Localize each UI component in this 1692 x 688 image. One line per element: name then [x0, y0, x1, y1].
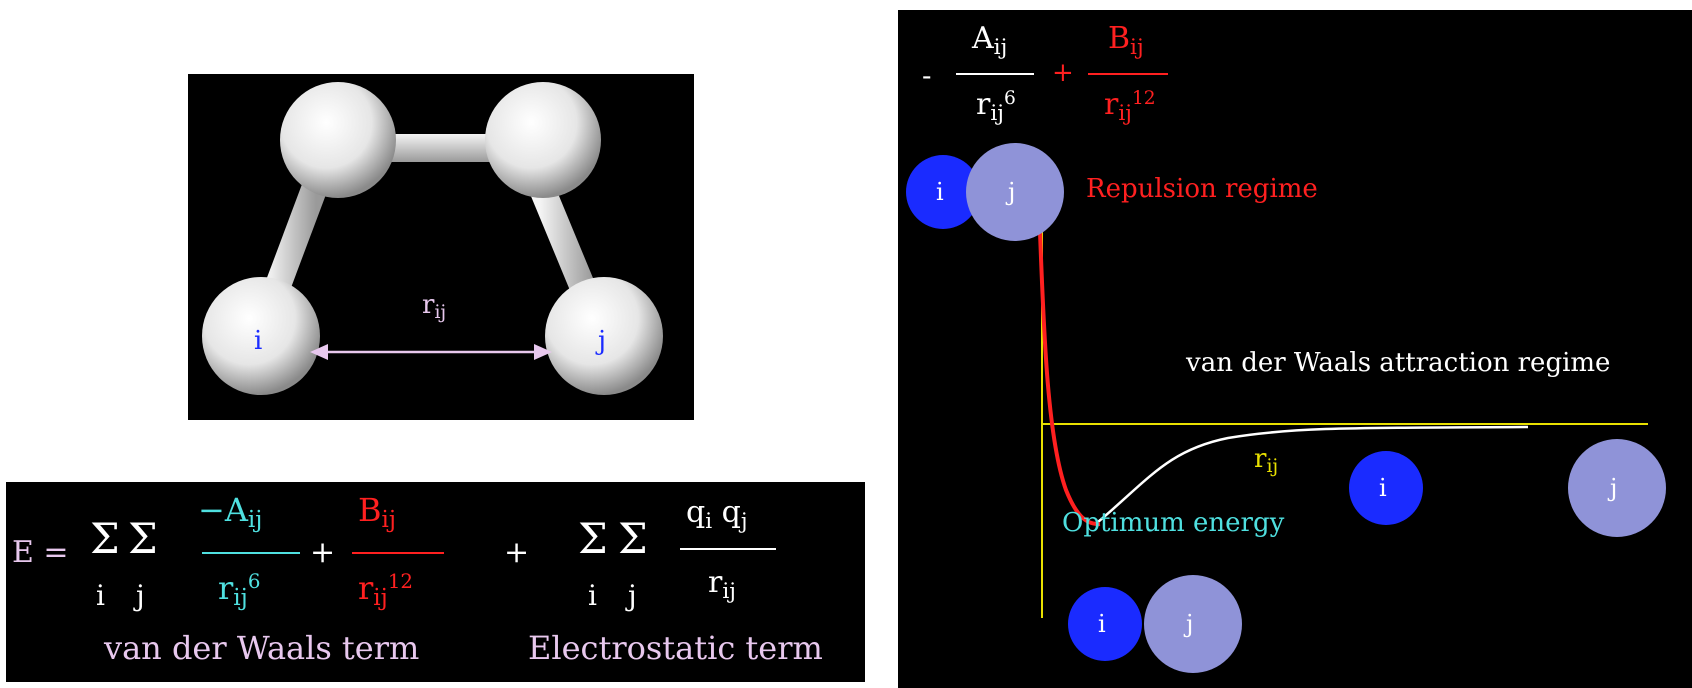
atom-i-label: i [254, 326, 263, 356]
atom-top-left [280, 82, 396, 198]
elec-fraction-bar [680, 548, 776, 550]
atom-i-sphere [202, 277, 320, 395]
sum-index-i-2: i [588, 579, 597, 612]
attraction-regime-label: van der Waals attraction regime [1186, 348, 1611, 378]
formula-minus: - [922, 59, 932, 92]
sum-symbol-4: Σ [618, 514, 648, 563]
formula-a-denominator: rij6 [976, 87, 1016, 127]
vdw-fraction-bar [202, 552, 300, 554]
far-atom-j [1568, 439, 1666, 537]
formula-b-denominator: rij12 [1104, 87, 1156, 127]
sum-symbol-1: Σ [90, 514, 120, 563]
sum-index-j: j [136, 579, 145, 612]
repulsion-atom-j-label: j [1008, 178, 1016, 206]
rep-numerator: Bij [358, 491, 397, 534]
far-atom-i-label: i [1379, 474, 1387, 502]
optimum-atom-i-label: i [1098, 610, 1106, 638]
sum-index-i: i [96, 579, 105, 612]
repulsion-atom-i-label: i [936, 178, 944, 206]
formula-plus: + [1052, 58, 1074, 88]
far-atom-j-label: j [1610, 474, 1618, 502]
repulsion-atom-j [966, 143, 1064, 241]
rep-denominator: rij12 [358, 569, 414, 612]
elec-caption: Electrostatic term [528, 629, 823, 667]
vdw-denominator: rij6 [218, 569, 261, 612]
repulsive-curve [1038, 231, 1101, 527]
optimum-atom-j-label: j [1186, 610, 1194, 638]
molecule-panel: i j rij [188, 74, 694, 420]
attractive-curve [1097, 425, 1529, 523]
atom-j-sphere [545, 277, 663, 395]
repulsion-atom-i [906, 155, 980, 229]
far-atom-i [1349, 451, 1423, 525]
optimum-energy-label: Optimum energy [1062, 508, 1285, 538]
distance-label: rij [422, 290, 447, 324]
elec-denominator: rij [708, 565, 736, 605]
vdw-caption: van der Waals term [104, 629, 420, 667]
formula-a-numerator: Aij [972, 21, 1008, 61]
potential-plot-drawing [906, 73, 1666, 673]
sum-symbol-3: Σ [578, 514, 608, 563]
optimum-atom-j [1144, 575, 1242, 673]
repulsion-regime-label: Repulsion regime [1086, 174, 1318, 204]
atom-j-label: j [598, 326, 607, 356]
rep-fraction-bar [352, 552, 444, 554]
distance-arrow [310, 344, 552, 360]
equation-lhs: E = [12, 535, 69, 570]
vdw-numerator: −Aij [198, 491, 263, 534]
optimum-atom-i [1068, 587, 1142, 661]
sum-symbol-2: Σ [128, 514, 158, 563]
equation-panel: E = Σ Σ i j −Aij rij6 + Bij rij12 + Σ Σ … [6, 482, 865, 682]
plus-sign-1: + [310, 535, 336, 570]
formula-b-numerator: Bij [1108, 21, 1144, 61]
potential-plot-panel: - Aij rij6 + Bij rij12 Repulsion regime … [898, 10, 1692, 688]
molecule-drawing [202, 82, 663, 395]
sum-index-j-2: j [628, 579, 637, 612]
plus-sign-2: + [504, 535, 530, 570]
plot-distance-label: rij [1254, 444, 1279, 478]
elec-numerator: qi qj [686, 495, 748, 535]
atom-top-right [485, 82, 601, 198]
